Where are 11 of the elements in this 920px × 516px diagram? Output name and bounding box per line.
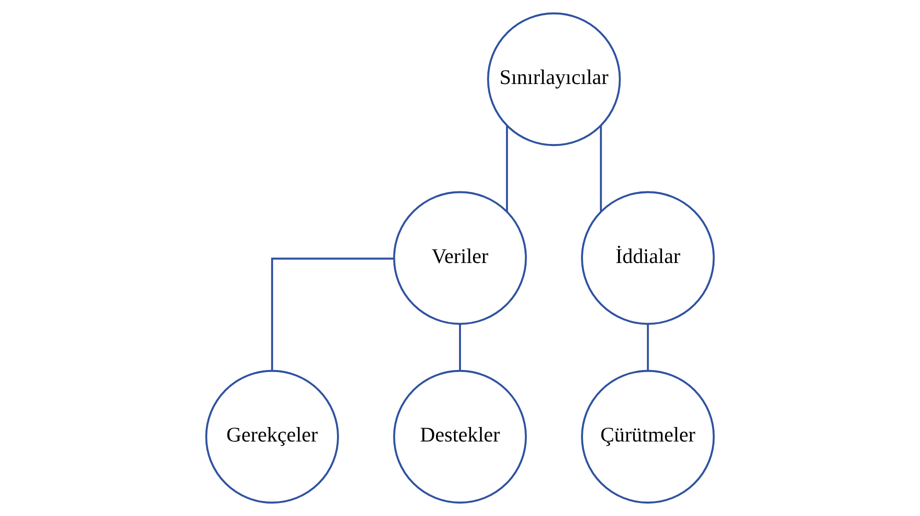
node-circle: Destekler [393,370,527,504]
connector [646,324,649,370]
connector [600,126,602,212]
connector [459,324,461,370]
node-circle: Çürütmeler [581,370,715,504]
node-circle: Veriler [393,191,527,325]
node-circle: Sınırlayıcılar [487,12,621,146]
node-circle: Gerekçeler [205,370,339,504]
connector [506,126,508,212]
connector [271,258,394,370]
node-circle: İddialar [581,191,715,325]
